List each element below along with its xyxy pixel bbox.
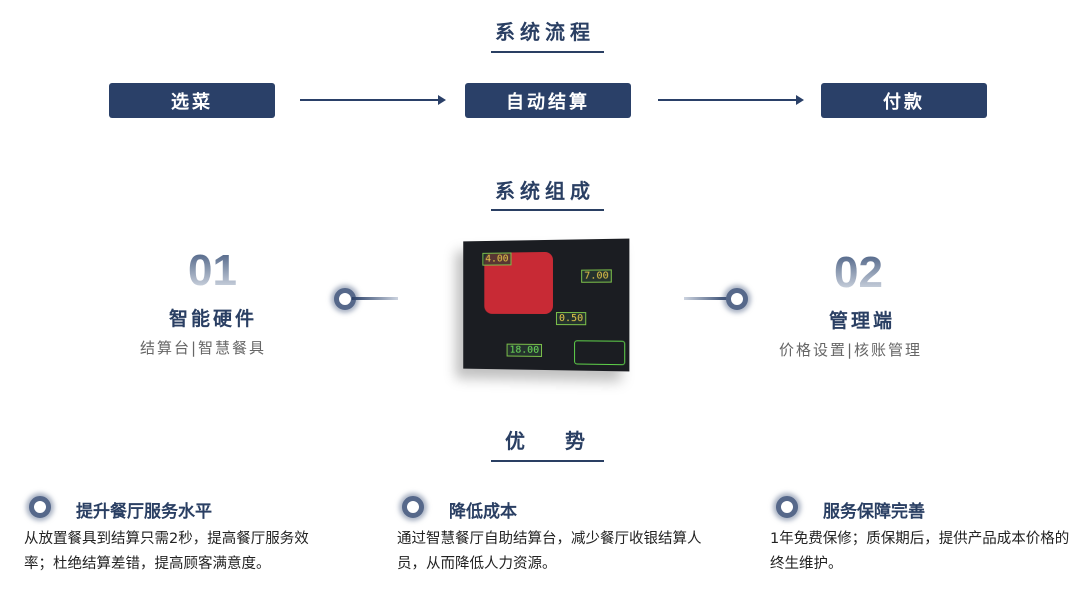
composition-title: 系统组成: [495, 179, 595, 203]
bullet-icon: [29, 496, 51, 518]
photo-label: 4.00: [482, 252, 512, 266]
management-subtitle: 价格设置|核账管理: [779, 341, 923, 359]
title-underline: [491, 460, 604, 462]
advantage-text: 通过智慧餐厅自助结算台，减少餐厅收银结算人员，从而降低人力资源。: [397, 531, 702, 572]
management-number: 02: [834, 248, 883, 297]
management-title: 管理端: [829, 310, 896, 332]
step-auto-checkout: 自动结算: [465, 83, 631, 118]
photo-label: 18.00: [506, 343, 543, 357]
advantage-title: 服务保障完善: [823, 502, 925, 522]
arrow-icon: [658, 95, 804, 105]
advantages-title: 优 势: [505, 429, 585, 453]
photo-label: 0.50: [555, 312, 587, 326]
hardware-subtitle: 结算台|智慧餐具: [140, 339, 267, 357]
bullet-icon: [402, 496, 424, 518]
step-select-dish: 选菜: [109, 83, 275, 118]
process-title: 系统流程: [495, 20, 595, 44]
advantage-text: 1年免费保修；质保期后，提供产品成本价格的终生维护。: [770, 531, 1070, 572]
photo-panel: [574, 340, 626, 366]
bullet-icon: [776, 496, 798, 518]
connector-dot-icon: [726, 288, 748, 310]
step-payment: 付款: [821, 83, 987, 118]
advantage-title: 降低成本: [449, 502, 517, 522]
connector-line: [352, 297, 398, 300]
connector-line: [684, 297, 730, 300]
hardware-number: 01: [188, 246, 237, 295]
checkout-station-photo: 4.00 7.00 0.50 18.00: [463, 238, 630, 372]
title-underline: [491, 51, 604, 53]
advantage-text: 从放置餐具到结算只需2秒，提高餐厅服务效率；杜绝结算差错，提高顾客满意度。: [24, 531, 309, 572]
title-underline: [491, 209, 604, 211]
photo-label: 7.00: [581, 269, 612, 283]
arrow-icon: [300, 95, 446, 105]
advantage-title: 提升餐厅服务水平: [76, 502, 212, 522]
hardware-title: 智能硬件: [169, 308, 258, 330]
